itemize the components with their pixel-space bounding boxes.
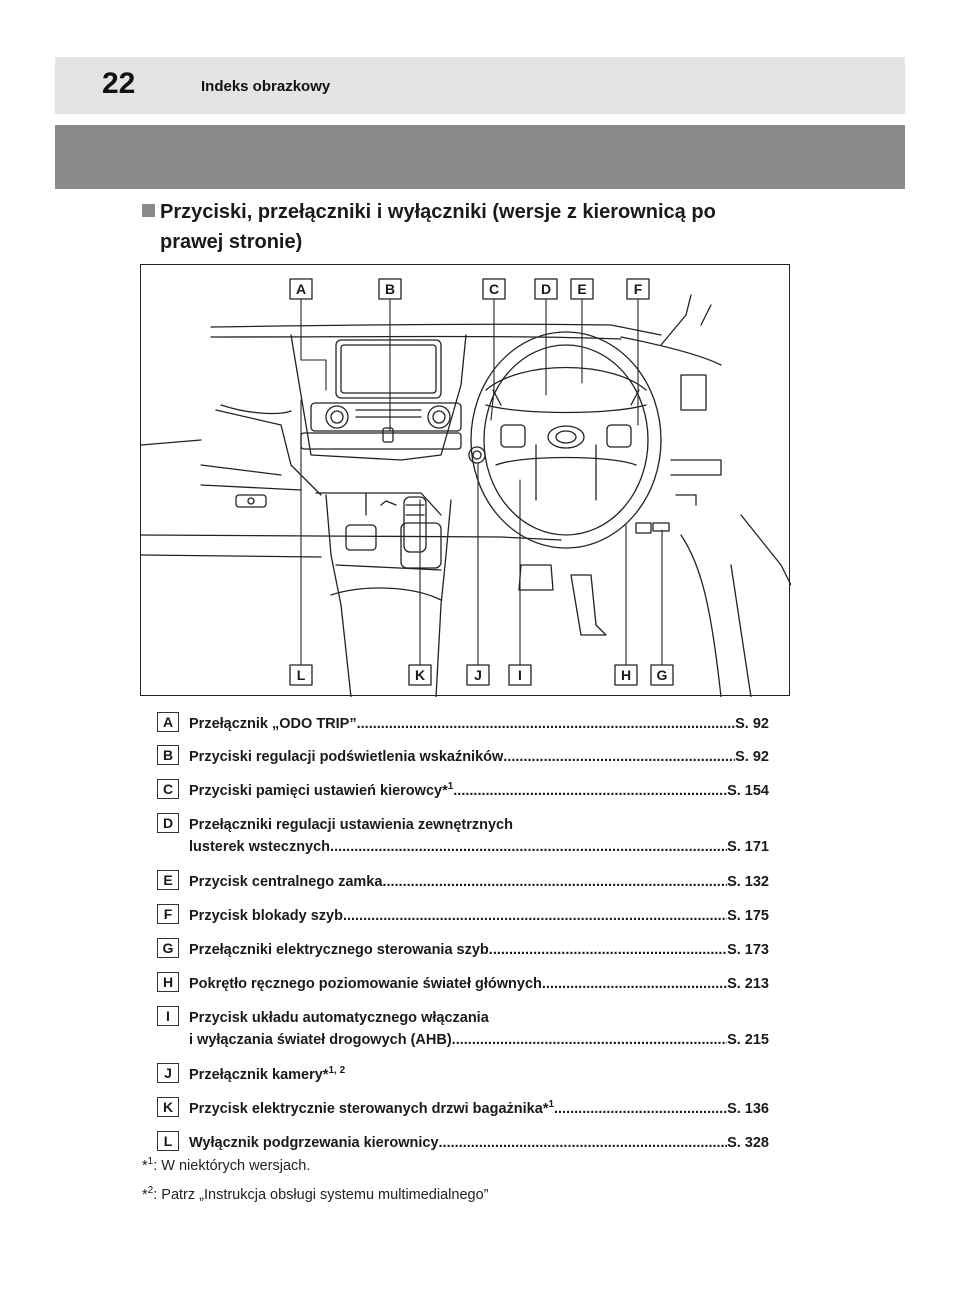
page-reference-link[interactable]: S. 213 — [727, 976, 769, 992]
callout-K: K — [414, 667, 426, 683]
legend-label: Wyłącznik podgrzewania kierownicy — [189, 1135, 439, 1151]
footnote-mark: * — [142, 1187, 148, 1203]
footnote-ref: 1 — [447, 781, 454, 792]
footnote-ref: 1, 2 — [328, 1065, 346, 1076]
footnote-number: 2 — [147, 1185, 154, 1196]
callout-J: J — [474, 667, 482, 683]
footnote-text: : W niektórych wersjach. — [153, 1158, 311, 1174]
legend-label: Przycisk elektrycznie sterowanych drzwi … — [189, 1101, 549, 1117]
legend-letter: H — [157, 972, 179, 992]
legend-letter: F — [157, 904, 179, 924]
page-reference-link[interactable]: S. 154 — [727, 783, 769, 799]
callout-F: F — [633, 281, 643, 297]
callout-E: E — [577, 281, 587, 297]
page-reference-link[interactable]: S. 175 — [727, 908, 769, 924]
callout-C: C — [488, 281, 500, 297]
footnote-number: 1 — [147, 1156, 154, 1167]
callout-H: H — [620, 667, 632, 683]
page-reference-link[interactable]: S. 173 — [727, 942, 769, 958]
legend-letter: A — [157, 712, 179, 732]
page-reference-link[interactable]: S. 171 — [727, 839, 769, 855]
section-heading: Przyciski, przełączniki i wyłączniki (we… — [142, 197, 792, 257]
legend-letter: B — [157, 745, 179, 765]
callout-B: B — [384, 281, 396, 297]
page-reference-link[interactable]: S. 92 — [735, 749, 769, 765]
footnote-mark: * — [142, 1158, 148, 1174]
legend-label: Pokrętło ręcznego poziomowanie świateł g… — [189, 976, 542, 992]
page-number: 22 — [102, 67, 136, 100]
footnote-ref: 1 — [548, 1099, 554, 1110]
legend-letter: C — [157, 779, 179, 799]
legend-label: Przyciski pamięci ustawień kierowcy* — [189, 783, 448, 799]
page-reference-link[interactable]: S. 92 — [735, 716, 769, 732]
callout-L: L — [296, 667, 306, 683]
legend-letter: D — [157, 813, 179, 833]
page-reference-link[interactable]: S. 215 — [727, 1032, 769, 1048]
legend-letter: K — [157, 1097, 179, 1117]
legend-letter: J — [157, 1063, 179, 1083]
legend-label-line-1: Przełączniki regulacji ustawienia zewnęt… — [189, 817, 513, 833]
legend-label: Przełącznik „ODO TRIP” — [189, 716, 357, 732]
dashboard-illustration: A B C D E F L K J I H G — [140, 264, 791, 697]
legend-letter: L — [157, 1131, 179, 1151]
legend-label: Przełączniki elektrycznego sterowania sz… — [189, 942, 489, 958]
section-title: Indeks obrazkowy — [201, 78, 331, 95]
legend-label: Przełącznik kamery* — [189, 1067, 329, 1083]
page-header: 22 Indeks obrazkowy — [55, 57, 905, 114]
footnote-2: *2: Patrz „Instrukcja obsługi systemu mu… — [142, 1185, 489, 1204]
header-band — [55, 125, 905, 189]
bullet-square-icon — [142, 204, 155, 217]
dashboard-drawing — [141, 278, 791, 697]
legend-label: lusterek wstecznych — [189, 839, 331, 855]
callout-A: A — [295, 281, 307, 297]
page-reference-link[interactable]: S. 132 — [727, 874, 769, 890]
page-reference-link[interactable]: S. 328 — [727, 1135, 769, 1151]
legend-label-line-1: Przycisk układu automatycznego włączania — [189, 1010, 489, 1026]
callout-I: I — [518, 667, 522, 683]
legend-letter: E — [157, 870, 179, 890]
legend-label: Przyciski regulacji podświetlenia wskaźn… — [189, 749, 504, 765]
page-reference-link[interactable]: S. 136 — [727, 1101, 769, 1117]
legend-label: i wyłączania świateł drogowych (AHB) — [189, 1032, 452, 1048]
footnote-text: : Patrz „Instrukcja obsługi systemu mult… — [153, 1187, 489, 1203]
heading-line-1: Przyciski, przełączniki i wyłączniki (we… — [160, 201, 716, 223]
legend-letter: G — [157, 938, 179, 958]
footnote-1: *1: W niektórych wersjach. — [142, 1156, 311, 1175]
callout-D: D — [540, 281, 552, 297]
heading-line-2: prawej stronie) — [160, 231, 303, 253]
legend-letter: I — [157, 1006, 179, 1026]
legend-label: Przycisk centralnego zamka — [189, 874, 383, 890]
legend-label: Przycisk blokady szyb — [189, 908, 343, 924]
callout-G: G — [656, 667, 668, 683]
